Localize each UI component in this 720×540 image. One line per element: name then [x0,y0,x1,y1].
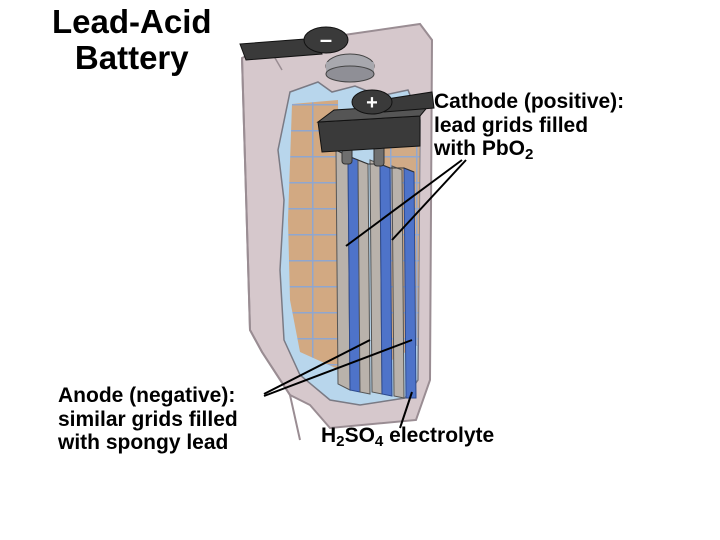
negative-terminal [239,26,375,83]
cathode-line-3-text: with PbO [434,137,525,161]
diagram-title: Lead-Acid Battery [52,3,212,77]
electrolyte-so: SO [344,424,375,447]
electrolyte-label: H2SO4 electrolyte [321,424,495,451]
electrolyte-sub-2: 4 [374,433,384,451]
plates [335,149,417,399]
cathode-label: Cathode (positive): lead grids filled wi… [434,90,625,164]
anode-label: Anode (negative): similar grids filled w… [58,384,238,455]
cathode-subscript: 2 [525,146,534,164]
anode-leader-1 [263,339,371,395]
anode-leader-2 [263,339,413,397]
electrolyte-h: H [321,424,337,447]
anode-line-1: Anode (negative): [58,384,236,407]
electrolyte-leader [399,391,413,429]
electrolyte-sub-1: 2 [336,433,345,451]
anode-line-2: similar grids filled [58,407,238,431]
cathode-leader-2 [391,159,467,241]
leader-lines [263,159,467,429]
title-line-1: Lead-Acid [52,3,212,40]
electrolyte-text: electrolyte [383,424,495,447]
cathode-line-1: Cathode (positive): [434,90,625,113]
positive-sign: + [366,92,378,114]
cathode-line-3: with PbO2 [434,137,624,164]
title-line-2: Battery [74,39,189,77]
anode-line-3: with spongy lead [58,431,229,455]
cathode-leader-1 [345,159,463,247]
cathode-line-2: lead grids filled [434,113,589,137]
positive-terminal [316,89,435,153]
negative-sign: – [320,27,332,52]
